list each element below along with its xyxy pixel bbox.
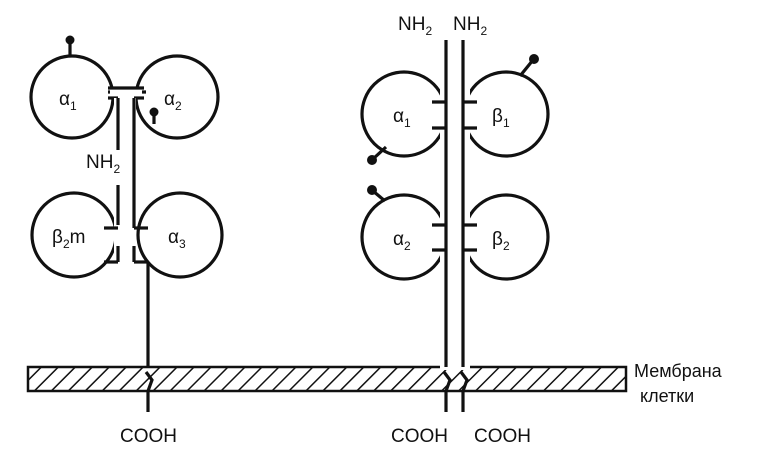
label-alpha2-class2: α2 bbox=[393, 229, 411, 253]
membrane-label-line1: Мембрана bbox=[634, 361, 723, 381]
carbohydrate-dot bbox=[367, 185, 377, 195]
domain-alpha3-class1 bbox=[136, 191, 224, 279]
domain-beta2 bbox=[462, 193, 550, 281]
label-beta2m: β2m bbox=[52, 227, 85, 251]
domain-beta1 bbox=[462, 70, 550, 158]
label-alpha3-class1: α3 bbox=[168, 227, 186, 251]
label-cooh-alpha: COOH bbox=[391, 426, 448, 447]
membrane-label-line2: клетки bbox=[640, 386, 694, 406]
carbohydrate-dot bbox=[529, 54, 539, 64]
label-alpha1-class2: α1 bbox=[393, 106, 411, 130]
label-alpha1-class1: α1 bbox=[59, 89, 77, 113]
label-beta1: β1 bbox=[492, 106, 510, 130]
mhc-class-2: α1 β1 α2 β2 NH2 NH2 COOH COOH bbox=[360, 14, 550, 447]
mhc-class-1: α1 α2 β2m α3 NH2 COOH bbox=[29, 35, 224, 447]
label-nh2-class1: NH2 bbox=[86, 152, 120, 176]
label-alpha2-class1: α2 bbox=[164, 89, 182, 113]
label-cooh-beta: COOH bbox=[474, 426, 531, 447]
label-nh2-alpha: NH2 bbox=[398, 14, 432, 38]
label-cooh-class1: COOH bbox=[120, 426, 177, 447]
label-beta2: β2 bbox=[492, 229, 510, 253]
domain-alpha2-class2 bbox=[360, 193, 448, 281]
domain-alpha1-class1 bbox=[29, 54, 115, 140]
carbohydrate-dot bbox=[149, 107, 159, 117]
domain-alpha1-class2 bbox=[360, 70, 448, 158]
carbohydrate-dot bbox=[367, 155, 377, 165]
label-nh2-beta: NH2 bbox=[453, 14, 487, 38]
cell-membrane bbox=[26, 365, 628, 393]
domain-alpha2-class1 bbox=[134, 54, 220, 140]
carbohydrate-dot bbox=[65, 35, 75, 45]
